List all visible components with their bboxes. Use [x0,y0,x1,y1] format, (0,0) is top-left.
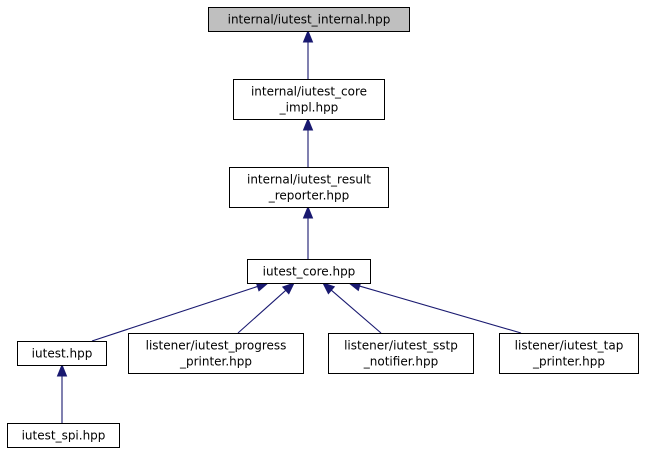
node-label: iutest_core.hpp [263,265,356,279]
node-iutest[interactable]: iutest.hpp [17,341,107,366]
edge-line [330,289,382,334]
node-label: iutest.hpp [32,347,93,361]
node-sstp[interactable]: listener/iutest_sstp _notifier.hpp [328,333,474,374]
edges-layer [56,29,522,423]
edge-spi-to-iutest [56,363,68,423]
node-label: listener/iutest_tap [515,339,624,353]
node-box [128,333,304,374]
node-box [208,7,410,32]
node-result_reporter[interactable]: internal/iutest_result _reporter.hpp [229,167,389,208]
node-box [499,333,639,374]
edge-core_impl-to-internal [302,29,314,79]
node-label: _reporter.hpp [268,189,350,203]
node-box [229,167,389,208]
node-core_impl[interactable]: internal/iutest_core _impl.hpp [233,79,385,120]
node-label: internal/iutest_result [247,173,371,187]
node-core[interactable]: iutest_core.hpp [247,259,371,284]
edge-iutest-to-core [91,281,270,342]
node-label: internal/iutest_core [251,85,367,99]
node-box [7,423,120,448]
node-label: _printer.hpp [532,355,605,369]
edge-line [91,285,258,342]
arrowhead-icon [281,282,295,295]
node-box [233,79,385,120]
edge-tap-to-core [347,281,522,334]
node-label: iutest_spi.hpp [22,429,106,443]
edge-result_reporter-to-core_impl [302,117,314,167]
node-label: _impl.hpp [279,101,339,115]
node-label: _printer.hpp [179,355,252,369]
node-internal: internal/iutest_internal.hpp [208,7,410,32]
edge-line [359,285,522,334]
node-label: listener/iutest_progress [146,339,287,353]
node-spi[interactable]: iutest_spi.hpp [7,423,120,448]
node-box [17,341,107,366]
node-label: listener/iutest_sstp [344,339,458,353]
arrowhead-icon [302,205,314,219]
arrowhead-icon [321,282,336,295]
nodes-layer: internal/iutest_internal.hpp internal/iut… [7,7,639,448]
arrowhead-icon [302,117,314,131]
arrowhead-icon [56,363,68,377]
node-label: internal/iutest_internal.hpp [228,13,391,27]
edge-progress-to-core [237,282,295,334]
edge-sstp-to-core [321,282,382,334]
arrowhead-icon [302,29,314,43]
node-progress[interactable]: listener/iutest_progress _printer.hpp [128,333,304,374]
node-label: _notifier.hpp [363,355,438,369]
edge-line [237,289,287,334]
node-box [328,333,474,374]
edge-core-to-result_reporter [302,205,314,259]
node-tap[interactable]: listener/iutest_tap _printer.hpp [499,333,639,374]
node-box [247,259,371,284]
